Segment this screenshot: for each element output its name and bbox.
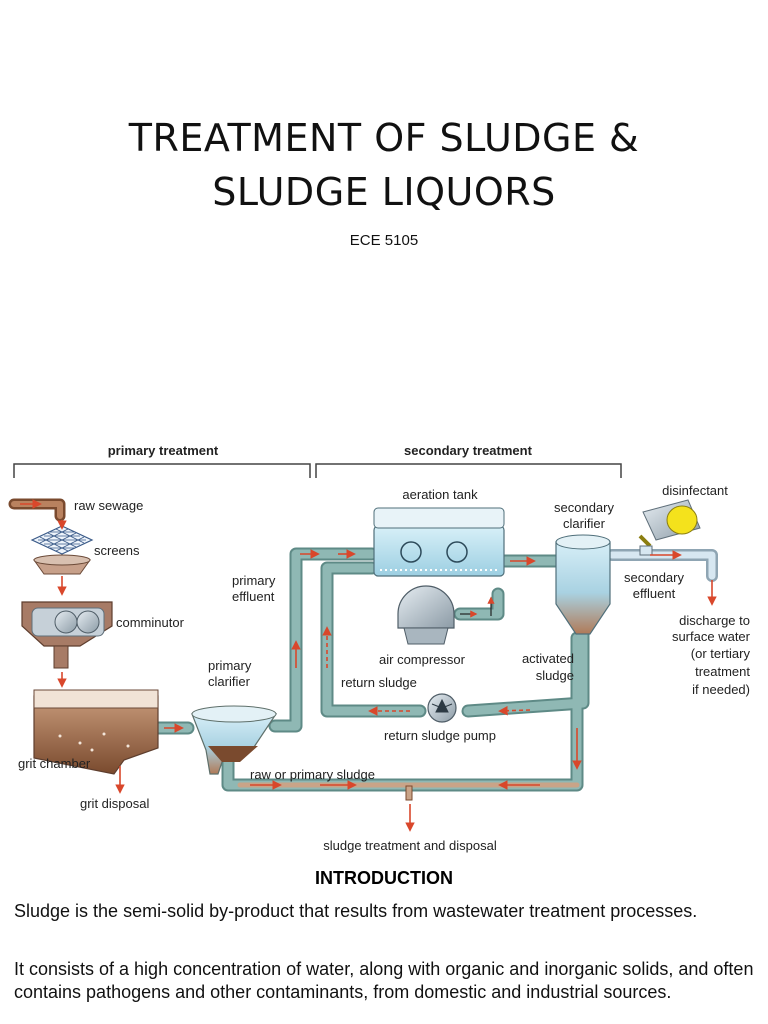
label-discharge-1: discharge to [679, 613, 750, 628]
flow-arrows [20, 499, 717, 832]
return-sludge-pump [427, 693, 457, 723]
label-secondary-clarifier-1: secondary [554, 500, 614, 515]
label-grit-disposal: grit disposal [80, 796, 149, 811]
label-primary-clarifier-1: primary [208, 658, 252, 673]
primary-treatment-label: primary treatment [108, 443, 219, 458]
label-return-sludge: return sludge [341, 675, 417, 690]
label-grit-chamber: grit chamber [18, 756, 91, 771]
label-activated-sludge-1: activated [522, 651, 574, 666]
wastewater-treatment-diagram: primary treatment secondary treatment [8, 443, 751, 853]
label-secondary-effluent-2: effluent [633, 586, 676, 601]
slide-title-line-1: TREATMENT OF SLUDGE & [128, 116, 640, 160]
grit-chamber [33, 689, 159, 775]
label-comminutor: comminutor [116, 615, 185, 630]
course-code: ECE 5105 [349, 232, 419, 249]
section-brackets: primary treatment secondary treatment [13, 443, 622, 478]
primary-clarifier [191, 705, 278, 775]
label-activated-sludge-2: sludge [536, 668, 574, 683]
label-air-compressor: air compressor [379, 652, 466, 667]
label-return-sludge-pump: return sludge pump [384, 728, 496, 743]
label-secondary-clarifier-2: clarifier [563, 516, 606, 531]
label-sludge-treatment: sludge treatment and disposal [323, 838, 497, 853]
introduction-heading: INTRODUCTION [315, 868, 453, 888]
air-compressor [397, 585, 495, 645]
label-discharge-4: treatment [695, 664, 750, 679]
label-disinfectant: disinfectant [662, 483, 728, 498]
screens [30, 525, 94, 575]
label-secondary-effluent-1: secondary [624, 570, 684, 585]
comminutor [21, 601, 113, 669]
label-primary-clarifier-2: clarifier [208, 674, 251, 689]
label-primary-effluent-1: primary [232, 573, 276, 588]
intro-paragraph-1: Sludge is the semi-solid by-product that… [14, 901, 698, 921]
label-discharge-2: surface water [672, 629, 751, 644]
aeration-tank [373, 507, 505, 577]
disinfectant-container [638, 499, 701, 556]
label-raw-or-primary-sludge: raw or primary sludge [250, 767, 375, 782]
secondary-bracket [315, 463, 622, 478]
label-discharge-5: if needed) [692, 682, 750, 697]
primary-bracket [13, 463, 311, 478]
slide-title-line-2: SLUDGE LIQUORS [212, 170, 556, 214]
diagram-labels: raw sewage screens comminutor grit chamb… [18, 483, 751, 853]
label-primary-effluent-2: effluent [232, 589, 275, 604]
secondary-clarifier [555, 534, 611, 635]
label-aeration-tank: aeration tank [402, 487, 478, 502]
sludge-outlet [405, 785, 413, 801]
label-screens: screens [94, 543, 140, 558]
secondary-treatment-label: secondary treatment [404, 443, 533, 458]
label-discharge-3: (or tertiary [691, 646, 751, 661]
label-raw-sewage: raw sewage [74, 498, 143, 513]
intro-paragraph-2: It consists of a high concentration of w… [14, 959, 754, 1002]
